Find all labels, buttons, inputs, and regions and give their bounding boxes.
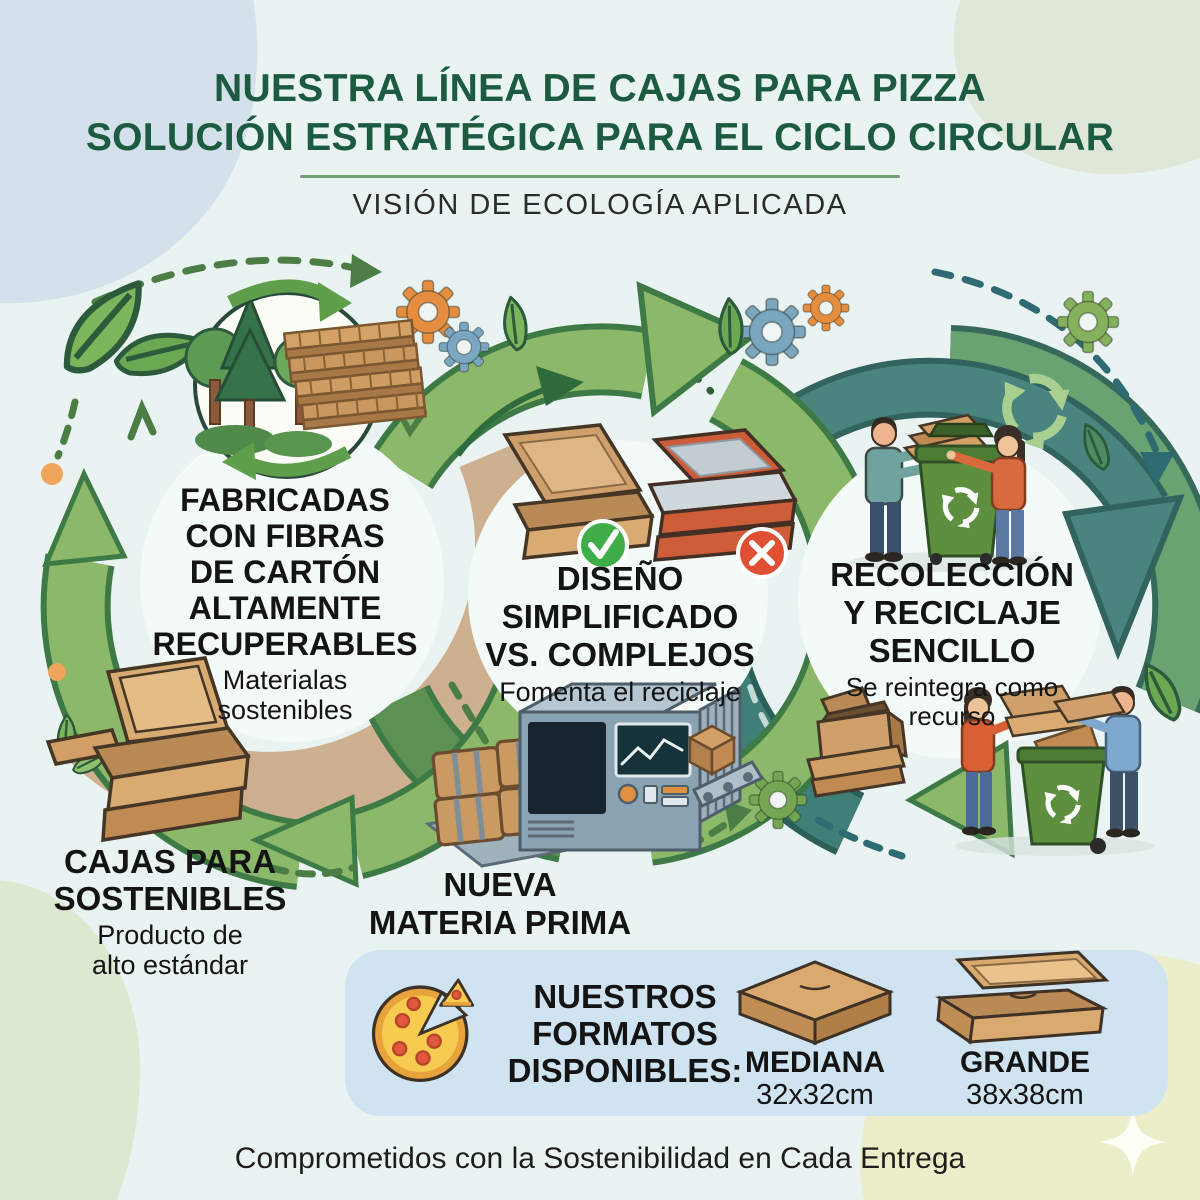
header: NUESTRA LÍNEA DE CAJAS PARA PIZZA SOLUCI… [0, 64, 1200, 222]
stage-subtitle-line: Se reintegra como [845, 672, 1059, 702]
format-name-mediana: MEDIANA [745, 1046, 885, 1079]
stage-title-line: DISEÑO [556, 560, 684, 597]
gear-icon-green [1056, 290, 1120, 354]
left-bottom-arrowhead [249, 794, 359, 888]
formats-heading: NUESTROS FORMATOS DISPONIBLES: [485, 978, 765, 1089]
format-size-grande: 38x38cm [966, 1079, 1084, 1111]
inner-thin-arrow [455, 366, 584, 457]
people-recycling-icon-2 [955, 684, 1155, 856]
center-top-arrowhead [636, 281, 758, 418]
formats-heading-line: FORMATOS [532, 1015, 718, 1052]
orange-dot [41, 463, 63, 485]
pizza-icon [371, 978, 475, 1083]
output-box-icon [687, 724, 737, 777]
stage-subtitle-line: alto estándar [91, 950, 249, 980]
stage-raw-material: NUEVA MATERIA PRIMA [330, 866, 670, 942]
stage-subtitle-line: Producto de [97, 920, 243, 950]
stage-title-line: SOSTENIBLES [53, 880, 287, 917]
stage-design: DISEÑO SIMPLIFICADO VS. COMPLEJOS Foment… [440, 560, 800, 707]
orange-dot [48, 663, 66, 681]
check-badge-icon [577, 519, 629, 571]
stage-subtitle-line: recurso [908, 701, 996, 731]
stage-title-line: RECOLECCIÓN [830, 556, 1074, 593]
stage-subtitle-line: sostenibles [217, 695, 353, 725]
stage-title-line: SIMPLIFICADO [501, 598, 739, 635]
footer-tagline: Comprometidos con la Sostenibilidad en C… [234, 1142, 966, 1175]
page-subtitle: VISIÓN DE ECOLOGÍA APLICADA [352, 189, 848, 222]
stage-title-line: CON FIBRAS [185, 518, 385, 554]
people-recycling-icon [850, 413, 1040, 572]
sparkle-icon [1099, 1108, 1167, 1176]
stage-title-line: VS. COMPLEJOS [485, 636, 755, 673]
stage-boxes: CAJAS PARA SOSTENIBLES Producto de alto … [0, 843, 340, 980]
stage-subtitle-line: Materialas [222, 665, 348, 695]
format-size-mediana: 32x32cm [756, 1079, 874, 1111]
stage-title-line: RECUPERABLES [152, 626, 418, 662]
cycle-arrows-icon [222, 279, 352, 480]
up-arrowhead [42, 467, 128, 567]
cross-badge-icon [736, 527, 788, 579]
title-divider [300, 175, 900, 179]
forest-to-cardboard-cycle-icon [184, 279, 428, 480]
mediana-box-icon [735, 960, 895, 1046]
stage-title-line: NUEVA [443, 866, 557, 903]
stage-title-line: CAJAS PARA [63, 843, 277, 880]
gear-icon-blue [737, 297, 807, 367]
stage-collection: RECOLECCIÓN Y RECICLAJE SENCILLO Se rein… [772, 556, 1132, 731]
pulper-machine-icon [424, 682, 765, 868]
left-ring-center [140, 422, 444, 742]
forest-trees-icon [184, 293, 332, 457]
formats-heading-line: DISPONIBLES: [507, 1052, 743, 1089]
gear-icon-orange [802, 284, 850, 332]
stage-title-line: DE CARTÓN [189, 554, 381, 590]
format-name-grande: GRANDE [959, 1046, 1090, 1079]
stage-title-line: ALTAMENTE [188, 590, 382, 626]
man-figure [1052, 686, 1142, 838]
stage-title-line: MATERIA PRIMA [368, 904, 632, 941]
recycling-bin-icon [1016, 722, 1110, 854]
open-box-with-flat-boxes-icon [806, 686, 908, 798]
page-title-line1: NUESTRA LÍNEA DE CAJAS PARA PIZZA [214, 67, 986, 110]
stage-title-line: SENCILLO [868, 632, 1036, 669]
pizza-box-stack-icon [45, 656, 252, 843]
woman-figure [946, 425, 1027, 566]
formats-heading-line: NUESTROS [533, 978, 717, 1015]
stage-title-line: Y RECICLAJE [843, 594, 1061, 631]
gear-icon-blue [438, 321, 490, 373]
grande-box-icon [935, 950, 1110, 1045]
stage-title-line: FABRICADAS [180, 482, 390, 518]
pizza-box-complex-icon [647, 428, 798, 562]
teal-down-arrowhead [1061, 494, 1185, 661]
stage-subtitle-line: Fomenta el reciclaje [499, 677, 741, 707]
formats-panel: NUESTROS FORMATOS DISPONIBLES: MEDIANA 3… [345, 950, 1168, 1116]
corrugated-cardboard-stack-icon [282, 318, 428, 431]
page-title-line2: SOLUCIÓN ESTRATÉGICA PARA EL CICLO CIRCU… [85, 116, 1115, 160]
stage-materials: FABRICADAS CON FIBRAS DE CARTÓN ALTAMENT… [105, 482, 465, 725]
